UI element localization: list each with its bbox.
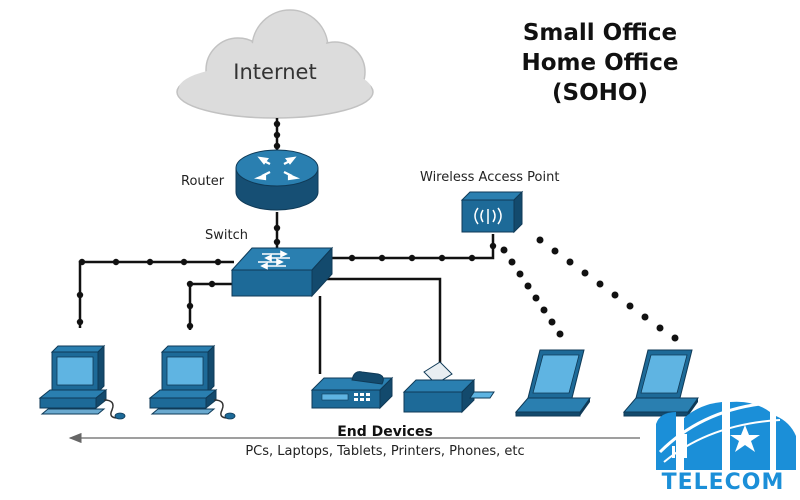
link-dots xyxy=(76,120,497,330)
laptop-icon xyxy=(622,349,699,417)
switch-printer-link xyxy=(322,277,442,366)
printer-icon xyxy=(402,361,495,414)
switch-pc2-link xyxy=(188,282,234,330)
router-label: Router xyxy=(181,174,225,189)
wireless-access-point-label: Wireless Access Point xyxy=(420,170,560,185)
title-line-1: Small Office xyxy=(522,20,678,46)
laptop-icon xyxy=(514,349,591,417)
brand-name: TELECOM xyxy=(661,470,785,495)
end-devices-title: End Devices xyxy=(337,424,433,440)
desktop-pc-icon xyxy=(38,344,126,420)
wireless-access-point-icon xyxy=(460,190,524,234)
switch-label: Switch xyxy=(205,228,248,243)
end-devices-subtitle: PCs, Laptops, Tablets, Printers, Phones,… xyxy=(245,444,525,459)
telecom-logo xyxy=(656,401,796,470)
internet-label: Internet xyxy=(233,60,317,84)
internet-cloud xyxy=(176,9,374,119)
fax-phone-icon xyxy=(310,371,394,410)
switch-icon xyxy=(230,246,334,298)
switch-pc1-link xyxy=(78,260,234,328)
switch-ap-link xyxy=(320,234,495,260)
title-line-3: (SOHO) xyxy=(552,80,648,106)
router-icon xyxy=(235,149,319,211)
wireless-links xyxy=(500,236,679,342)
title-line-2: Home Office xyxy=(521,50,679,76)
desktop-pc-icon xyxy=(148,344,236,420)
